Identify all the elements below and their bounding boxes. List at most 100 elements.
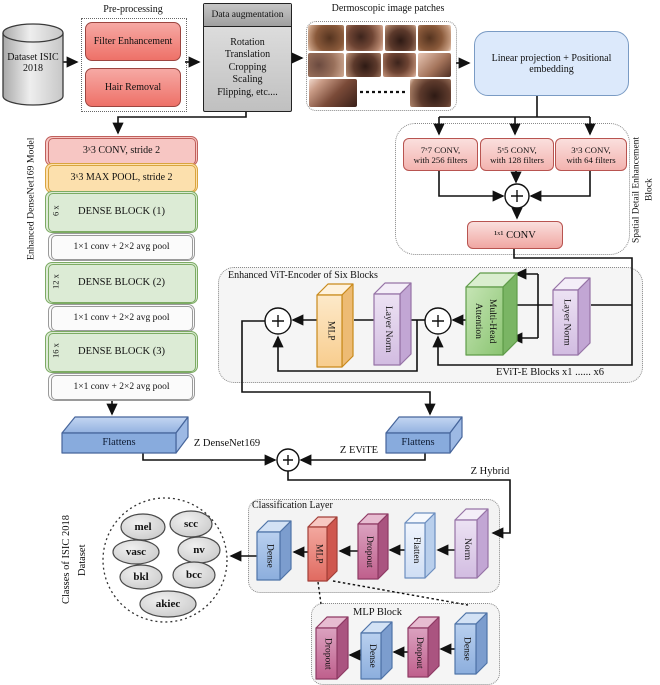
box3d-mlpblock-dropout-1 [315, 616, 349, 680]
filter-enhancement-box: Filter Enhancement [85, 22, 181, 61]
dense-block-3-multiplier: 16 x [50, 342, 61, 358]
transition-1: 1×1 conv + 2×2 avg pool [48, 233, 195, 261]
skin-patch-image [418, 25, 451, 51]
flattens-right-label: Flattens [401, 437, 435, 449]
norm-label: Norm [461, 537, 472, 561]
data-augmentation-title: Data augmentation [204, 4, 291, 27]
flattens-slab-right [385, 416, 463, 454]
skin-patch-image [410, 79, 451, 107]
dataset-cylinder [2, 23, 64, 106]
dense-block-3: 16 x DENSE BLOCK (3) [45, 331, 198, 373]
dense-block-2-multiplier: 12 x [50, 273, 61, 289]
encoder-layer-norm-1-label: Layer Norm [382, 306, 393, 353]
dataset-label: Dataset ISIC 2018 [7, 51, 59, 74]
box3d-dense [256, 520, 292, 581]
encoder-title: Enhanced ViT-Encoder of Six Blocks [228, 270, 378, 282]
encoder-layer-norm-2-label: Layer Norm [561, 299, 572, 346]
dense-block-1: 6 x DENSE BLOCK (1) [45, 191, 198, 233]
densenet-conv-label: 3ˣ3 CONV, stride 2 [82, 145, 161, 157]
class-ellipse-bkl [119, 564, 163, 590]
box3d-encoder-mlp [316, 283, 354, 368]
sum-nodes [264, 183, 530, 472]
classes-label: Classes of ISIC 2018 Dataset [61, 515, 88, 605]
flattens-slab-left [61, 416, 189, 454]
linear-projection-box: Linear projection + Positional embedding [474, 31, 629, 96]
box3d-norm [454, 508, 489, 579]
conv1x1-box: ¹ˣ¹ CONV [467, 221, 563, 249]
box3d-mlpblock-dense-2 [454, 612, 488, 675]
skin-patch-image [309, 79, 357, 107]
skin-patch-image [418, 53, 451, 77]
skin-patch-image [308, 25, 344, 51]
encoder-footer: EViT-E Blocks x1 ...... x6 [495, 366, 605, 378]
transition-1-label: 1×1 conv + 2×2 avg pool [73, 241, 170, 252]
dense-block-1-multiplier: 6 x [50, 204, 61, 216]
transition-3-label: 1×1 conv + 2×2 avg pool [73, 381, 170, 392]
dense-block-2-label: DENSE BLOCK (2) [78, 277, 165, 289]
class-vasc: vasc [125, 545, 147, 558]
hair-removal-box: Hair Removal [85, 68, 181, 107]
box3d-mlpblock-dropout-2 [407, 616, 440, 678]
skin-patch-image [385, 25, 416, 51]
mlpblock-dropout-2-label: Dropout [413, 636, 424, 669]
box3d-mlpblock-dense-1 [360, 621, 393, 680]
skin-patch-image [346, 53, 381, 77]
class-bcc: bcc [186, 568, 202, 581]
mlpblock-dense-1-label: Dense [366, 644, 377, 668]
encoder-multi-head-label: Multi-Head Attention [473, 298, 497, 344]
transition-2: 1×1 conv + 2×2 avg pool [48, 304, 195, 332]
preprocessing-container [81, 18, 187, 112]
class-ellipse-vasc [112, 539, 160, 565]
preprocessing-title: Pre-processing [103, 3, 163, 15]
box3d-layer-norm-1 [373, 282, 412, 366]
data-augmentation-body: Rotation Translation Cropping Scaling Fl… [217, 36, 278, 98]
z-evite-label: Z EViTE [339, 444, 379, 456]
class-scc: scc [183, 517, 199, 530]
class-ellipse-bcc [172, 561, 216, 589]
dropout-label: Dropout [363, 535, 374, 568]
patches-container [306, 21, 457, 111]
box3d-flatten [404, 512, 436, 579]
box3d-mlp [307, 516, 338, 582]
plus-circle-spatial [504, 183, 530, 209]
box3d-layer-norm-2 [552, 277, 591, 356]
encoder-mlp-label: MLP [325, 321, 336, 341]
mlpblock-dropout-1-label: Dropout [322, 637, 333, 670]
mlp-block-title: MLP Block [353, 606, 402, 618]
dense-block-1-label: DENSE BLOCK (1) [78, 206, 165, 218]
spatial-block-label: Spatial Detail Enhancement Block [631, 136, 655, 243]
z-hybrid-label: Z Hybrid [470, 465, 510, 477]
z-densenet-label: Z DenseNet169 [193, 437, 261, 449]
mlpblock-dense-2-label: Dense [461, 637, 472, 661]
dense-block-3-label: DENSE BLOCK (3) [78, 346, 165, 358]
box3d-multi-head-attention [465, 272, 518, 356]
box3d-dropout [357, 513, 389, 580]
data-augmentation-box: Data augmentation Rotation Translation C… [203, 3, 292, 112]
skin-patch-image [346, 25, 383, 51]
plus-circle-encoder-mlp [264, 307, 292, 335]
classes-cluster [102, 497, 228, 623]
class-mel: mel [134, 520, 152, 533]
dotted-connectors [317, 90, 469, 606]
class-bkl: bkl [133, 570, 149, 583]
densenet-label: Enhanced DenseNet169 Model [25, 137, 37, 261]
conv7x7-box: 7ˣ7 CONV, with 256 filters [403, 138, 478, 171]
densenet-maxpool-label: 3ˣ3 MAX POOL, stride 2 [70, 172, 173, 184]
densenet-conv-box: 3ˣ3 CONV, stride 2 [45, 136, 198, 166]
plus-circle-fusion [276, 448, 300, 472]
flow-arrows [63, 52, 633, 661]
mlp-label: MLP [313, 544, 324, 564]
conv5x5-box: 5ˣ5 CONV, with 128 filters [480, 138, 554, 171]
dense-label: Dense [264, 544, 275, 568]
transition-2-label: 1×1 conv + 2×2 avg pool [73, 312, 170, 323]
class-nv: nv [193, 543, 205, 556]
class-akiec: akiec [155, 597, 181, 610]
transition-3: 1×1 conv + 2×2 avg pool [48, 373, 195, 401]
patches-title: Dermoscopic image patches [331, 3, 445, 15]
conv3x3-box: 3ˣ3 CONV, with 64 filters [555, 138, 627, 171]
class-ellipse-akiec [139, 590, 197, 618]
plus-circle-encoder-attn [424, 307, 452, 335]
classification-title: Classification Layer [252, 500, 333, 512]
